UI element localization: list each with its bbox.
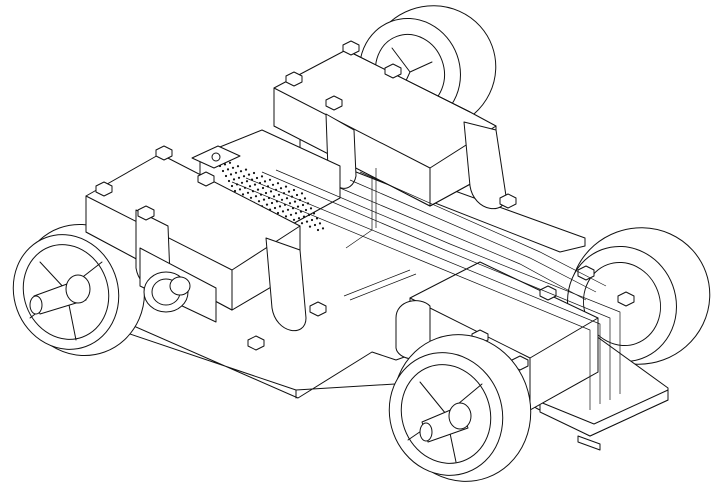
- perforation-hole: [286, 208, 290, 211]
- perforation-hole: [270, 201, 274, 205]
- perforation-hole: [227, 179, 231, 183]
- perforation-hole: [252, 171, 256, 175]
- perforation-hole: [248, 185, 252, 188]
- perforation-hole: [295, 193, 299, 197]
- perforation-hole: [231, 166, 235, 169]
- perforation-hole: [246, 191, 250, 194]
- perforation-hole: [244, 168, 248, 171]
- perforation-hole: [263, 180, 267, 183]
- wheel-front-left: [388, 334, 532, 482]
- perforation-hole: [230, 184, 234, 188]
- perforation-hole: [309, 207, 313, 210]
- perforation-hole: [242, 175, 246, 178]
- perforation-hole: [256, 188, 260, 191]
- perforation-hole: [278, 205, 282, 208]
- perforation-hole: [289, 213, 293, 216]
- perforation-hole: [234, 171, 238, 174]
- perforation-hole: [312, 212, 316, 215]
- perforation-hole: [233, 189, 237, 193]
- perforation-hole: [254, 195, 258, 198]
- perforation-hole: [224, 174, 228, 178]
- perforation-hole: [237, 176, 241, 179]
- perforation-hole: [272, 195, 276, 198]
- perforation-hole: [303, 197, 307, 200]
- wire-bundle: [231, 168, 621, 410]
- perforation-hole: [284, 185, 288, 188]
- perforation-hole: [300, 222, 304, 225]
- rear-axle-housing: [273, 40, 517, 210]
- perforation-hole: [236, 165, 240, 168]
- perforation-hole: [229, 173, 233, 176]
- perforation-hole: [262, 198, 266, 201]
- perforation-hole: [276, 211, 280, 215]
- perforation-hole: [288, 202, 292, 205]
- perforation-hole: [269, 190, 273, 193]
- perforation-hole: [280, 198, 284, 201]
- perforation-hole: [318, 222, 322, 225]
- perforation-hole: [308, 225, 312, 228]
- perforation-hole: [313, 223, 317, 227]
- perforation-hole: [261, 186, 265, 190]
- perforation-hole: [292, 188, 296, 192]
- perforation-hole: [226, 168, 230, 171]
- perforation-hole: [271, 183, 275, 186]
- perforation-hole: [297, 217, 301, 220]
- perforation-hole: [253, 183, 257, 186]
- perforation-hole: [279, 187, 283, 190]
- perforation-hole: [293, 200, 297, 203]
- perforation-hole: [268, 178, 272, 181]
- perforation-hole: [304, 208, 308, 212]
- chassis-plate: [577, 435, 601, 451]
- perforation-hole: [281, 210, 285, 213]
- perforation-hole: [257, 200, 261, 203]
- perforation-hole: [245, 180, 249, 183]
- perforation-hole: [310, 218, 314, 222]
- perforation-hole: [294, 212, 298, 215]
- perforation-hole: [240, 181, 244, 184]
- perforation-hole: [228, 161, 232, 164]
- perforation-hole: [305, 220, 309, 223]
- perforation-hole: [284, 215, 288, 218]
- perforation-hole: [321, 227, 325, 230]
- perforation-hole: [238, 188, 242, 191]
- perforation-hole: [249, 196, 253, 199]
- perforation-hole: [285, 197, 289, 200]
- perforation-hole: [239, 170, 243, 173]
- perforation-hole: [264, 191, 268, 195]
- perforation-hole: [247, 173, 251, 176]
- perforation-hole: [302, 215, 306, 218]
- perforation-hole: [232, 178, 236, 181]
- perforation-hole: [300, 192, 304, 195]
- perforation-hole: [260, 175, 264, 178]
- motor: [139, 247, 217, 323]
- perforation-hole: [296, 205, 300, 208]
- perforation-hole: [301, 203, 305, 207]
- perforation-hole: [276, 182, 280, 185]
- perforation-hole: [287, 190, 291, 193]
- perforation-hole: [255, 176, 259, 180]
- perforation-hole: [265, 203, 269, 206]
- perforation-hole: [223, 163, 227, 166]
- perforation-hole: [273, 206, 277, 210]
- perforation-hole: [241, 193, 245, 196]
- perforation-hole: [221, 169, 225, 173]
- wheel-rear-left: [12, 223, 145, 357]
- perforation-hole: [292, 218, 296, 221]
- perforation-hole: [316, 228, 320, 232]
- perforation-hole: [277, 193, 281, 196]
